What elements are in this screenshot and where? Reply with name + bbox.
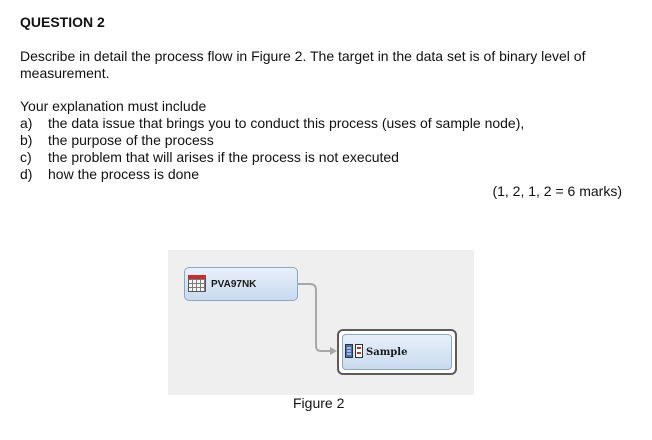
requirement-item-d: d) how the process is done [20, 166, 199, 183]
item-label: c) [20, 149, 32, 165]
marks-allocation: (1, 2, 1, 2 = 6 marks) [492, 183, 622, 199]
item-text: the problem that will arises if the proc… [48, 149, 399, 165]
data-table-icon [188, 275, 206, 292]
sample-node-body: Sample [342, 334, 452, 370]
description-line-1: Describe in detail the process flow in F… [20, 48, 586, 64]
sample-node[interactable]: Sample [337, 329, 457, 375]
requirement-item-a: a) the data issue that brings you to cond… [20, 115, 524, 132]
node-label: Sample [366, 347, 408, 358]
requirements-intro: Your explanation must include [20, 98, 207, 114]
item-label: a) [20, 115, 33, 131]
description-line-2: measurement. [20, 65, 110, 81]
item-label: d) [20, 166, 33, 182]
node-label: PVA97NK [211, 279, 257, 290]
item-text: the purpose of the process [48, 132, 214, 148]
requirement-item-b: b) the purpose of the process [20, 132, 214, 149]
connector-line [298, 283, 332, 352]
item-text: the data issue that brings you to conduc… [48, 115, 525, 131]
figure-caption: Figure 2 [293, 395, 345, 411]
connector-arrowhead [330, 347, 337, 355]
item-label: b) [20, 132, 33, 148]
item-text: how the process is done [48, 166, 199, 182]
requirement-item-c: c) the problem that will arises if the pr… [20, 149, 399, 166]
data-source-node[interactable]: PVA97NK [184, 267, 298, 301]
sample-icon [345, 344, 363, 358]
question-heading: QUESTION 2 [20, 14, 105, 30]
question-description: Describe in detail the process flow in F… [20, 48, 632, 82]
